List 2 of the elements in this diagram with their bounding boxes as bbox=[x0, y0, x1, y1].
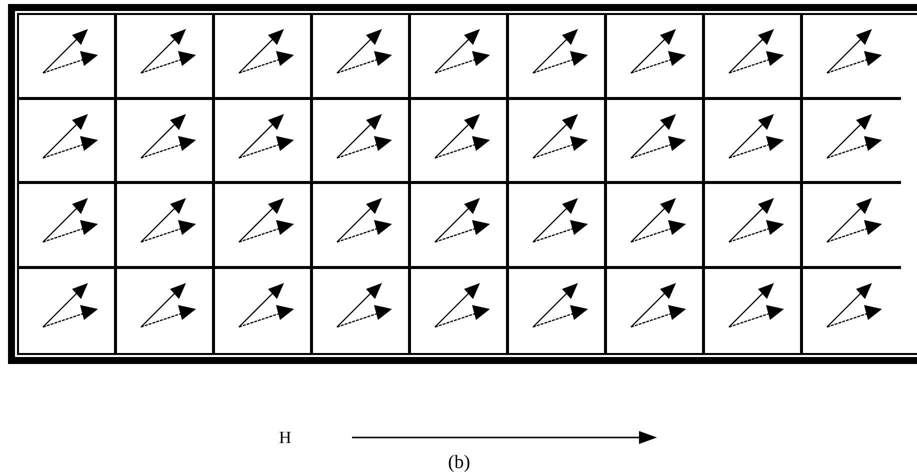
caption: (b) bbox=[448, 452, 470, 474]
field-label: H bbox=[279, 428, 292, 448]
